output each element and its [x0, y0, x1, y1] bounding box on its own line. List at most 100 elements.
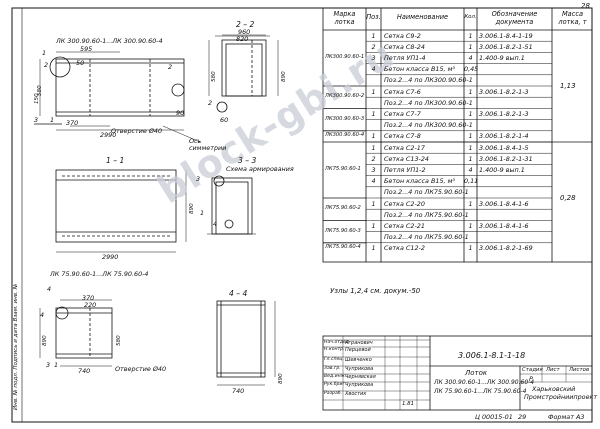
tb-role: Вед.инж. [324, 374, 347, 379]
table-cell-name: Сетка С7-8 [384, 132, 421, 141]
table-cell-mark: ЛК75.90.60-2 [325, 205, 361, 212]
table-cell-pos: 1 [371, 110, 376, 118]
table-cell-name: Сетка С2-20 [384, 199, 425, 208]
table-cell-doc: 3.006.1-8.4-1-6 [479, 199, 529, 208]
table-cell-pos: 1 [371, 222, 376, 230]
footer-code: Ц 00015-01 [475, 413, 513, 421]
tb-name: Перцевой [345, 347, 371, 353]
side-stamp: Инв. № подл. Подпись и дата Взам. инв. № [13, 283, 19, 410]
section-label-1-1: 1 – 1 [106, 156, 125, 165]
axis-label: Ось [189, 137, 202, 145]
dim-50: 50 [76, 59, 85, 67]
table-cell-name: Поз.2...4 по ЛК300.90.60-1 [384, 76, 473, 85]
table-cell-pos: 4 [371, 65, 376, 74]
table-cell-qty: 4 [468, 166, 473, 174]
footer-num: 29 [518, 413, 527, 421]
table-cell-pos: 1 [371, 143, 376, 152]
table-cell-doc: 3.006.1-8.4-1-19 [479, 31, 533, 40]
item-label: Лоток [465, 369, 488, 377]
dim-370-b: 370 [82, 294, 95, 302]
table-cell-qty: 1 [468, 143, 473, 152]
table-cell-qty: 1 [468, 42, 473, 51]
table-cell-qty: 1 [468, 154, 473, 163]
dim-890-b: 890 [281, 71, 287, 82]
col-header-mark: Марка лотка [333, 10, 356, 26]
table-cell-name: Сетка С9-2 [384, 31, 421, 40]
sheet-header: Лист [546, 367, 560, 373]
table-cell-pos: 4 [371, 177, 376, 186]
section-label-2-2: 2 – 2 [236, 20, 255, 29]
mark-4a: 4 [47, 285, 52, 293]
table-cell-name: Сетка С7-7 [384, 110, 421, 118]
table-cell-qty: 0,11 [464, 177, 479, 186]
dim-370-a: 370 [66, 119, 79, 127]
dim-580-a: 580 [37, 85, 43, 96]
table-cell-mass: 0,28 [560, 194, 576, 202]
dim-580-b: 580 [211, 71, 217, 82]
item-line-1: ЛК 300.90.60-1...ЛК 300.90.60-4 [434, 379, 535, 386]
table-cell-name: Сетка С12-2 [384, 244, 425, 253]
dim-890-d: 890 [42, 335, 48, 346]
table-cell-doc: 1.400-9 вып.1 [479, 166, 525, 174]
tb-name: Хвостик [345, 391, 367, 397]
table-cell-pos: 1 [371, 132, 376, 141]
table-cell-mark: ЛК300.90.60-2 [325, 93, 365, 100]
table-cell-name: Поз.2...4 по ЛК300.90.60-1 [384, 121, 473, 130]
dim-740-b: 740 [232, 387, 245, 395]
item-line-2: ЛК 75.90.60-1...ЛК 75.90.60-4 [434, 388, 527, 395]
tb-name: Шевченко [345, 357, 372, 363]
table-cell-doc: 3.006.1-8.4-1-5 [479, 143, 529, 152]
hole-label-b: Отверстие Ø40 [115, 365, 167, 373]
axis-label-2: симметрии [189, 144, 227, 152]
dim-2990-a: 2990 [100, 131, 117, 139]
section-label-3-3: 3 – 3 [238, 156, 257, 165]
table-cell-mark: ЛК300.90.60-4 [325, 132, 365, 139]
mark-3c: 3 [46, 361, 51, 369]
table-cell-mark: ЛК75.90.60-1 [325, 166, 361, 172]
col-header-qty: Кол. [464, 14, 477, 20]
dim-820: 820 [236, 35, 249, 43]
table-cell-doc: 3.006.1-8.2-1-4 [479, 132, 529, 141]
dim-2990-b: 2990 [102, 253, 119, 261]
table-cell-pos: 1 [371, 199, 376, 208]
table-cell-mass: 1,13 [560, 82, 576, 90]
table-cell-pos: 1 [371, 87, 376, 96]
dim-890-a: 890 [189, 203, 195, 214]
tb-name: Агранович [345, 340, 373, 346]
section-label-4-4: 4 – 4 [229, 289, 248, 298]
col-header-doc: Обозначение документа [491, 10, 538, 26]
mark-3a: 3 [34, 116, 39, 124]
dim-595: 595 [80, 45, 93, 53]
dim-60: 60 [220, 116, 229, 124]
table-cell-pos: 3 [371, 166, 376, 174]
table-cell-name: Бетон класса В15, м³ [384, 177, 455, 186]
col-header-name: Наименование [396, 13, 449, 21]
table-cell-qty: 4 [468, 54, 473, 62]
doc-code: 3.006.1-8.1-1-18 [458, 351, 526, 360]
nodes-note: Узлы 1,2,4 см. докум.-50 [330, 287, 421, 295]
table-group-lines [323, 85, 592, 244]
table-cell-qty: 0,45 [464, 65, 479, 74]
sign-date: 1.81 [402, 401, 415, 407]
col-header-pos: Поз. [366, 13, 381, 21]
table-cell-qty: 1 [468, 31, 473, 40]
mark-1b: 1 [50, 116, 55, 124]
mark-2a: 2 [44, 61, 49, 69]
mark-1d: 1 [54, 361, 59, 369]
table-cell-name: Поз.2...4 по ЛК300.90.60-1 [384, 98, 473, 107]
table-cell-pos: 1 [371, 244, 376, 253]
tb-role: Гл.спец. [324, 357, 344, 362]
tb-name: Чернявская [345, 374, 376, 380]
dim-90: 90 [176, 109, 185, 117]
table-cell-pos: 2 [371, 42, 376, 51]
hole-label-a: Отверстие Ø40 [111, 127, 163, 135]
table-cell-pos: 2 [371, 154, 376, 163]
tb-name: Чуприкова [345, 382, 374, 388]
mark-3b: 3 [196, 175, 201, 183]
tb-role: Разраб. [324, 391, 343, 396]
table-cell-name: Сетка С8-24 [384, 42, 425, 51]
view-title-small: ЛК 75.90.60-1...ЛК 75.90.60-4 [50, 270, 149, 278]
dim-220: 220 [84, 301, 97, 309]
dim-890-c: 890 [278, 373, 284, 384]
